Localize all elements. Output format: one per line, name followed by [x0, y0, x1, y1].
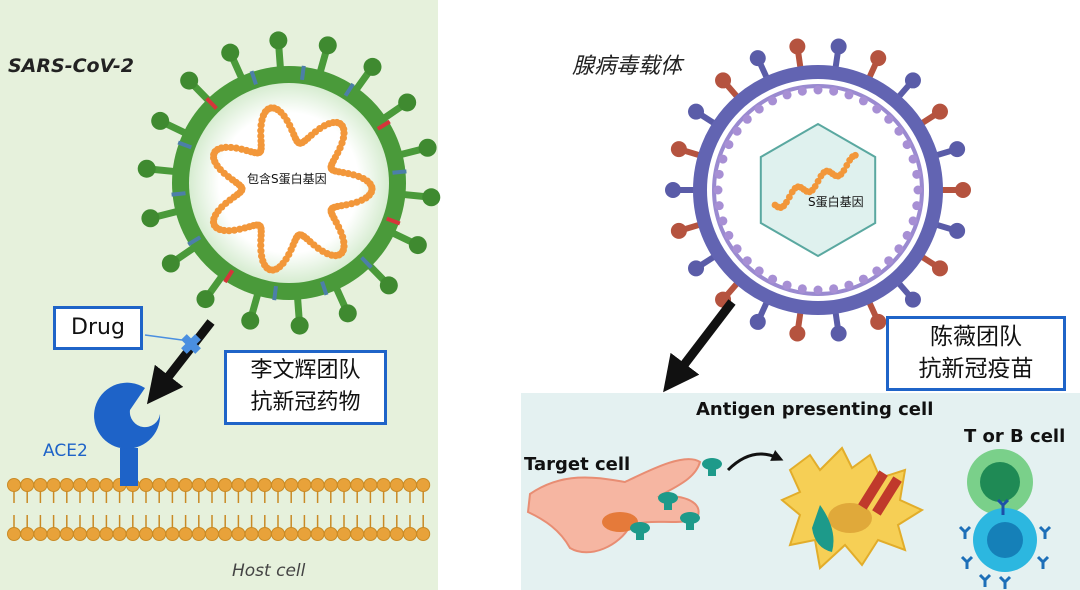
antigen-proteins	[630, 458, 722, 540]
virus-entry-arrow	[146, 319, 215, 405]
s-gene-label: S蛋白基因	[808, 195, 864, 209]
li-team-line2: 抗新冠药物	[250, 390, 361, 415]
antigen-uptake-arrow	[726, 450, 784, 472]
genome-label: 包含S蛋白基因	[247, 172, 327, 186]
t-or-b-cell-label: T or B cell	[964, 426, 1066, 447]
chen-team-line2: 抗新冠疫苗	[918, 356, 1034, 382]
drug-block-cross-icon	[181, 334, 201, 354]
drug-label-box: Drug	[53, 306, 143, 350]
vector-core-hexagon	[759, 122, 877, 258]
li-team-box: 李文辉团队 抗新冠药物	[224, 350, 387, 425]
vector-s-gene-strand	[771, 151, 859, 211]
viral-rna-genome	[209, 104, 376, 274]
drug-label: Drug	[71, 315, 125, 340]
host-cell-membrane	[7, 478, 431, 541]
ace2-receptor-icon	[94, 382, 161, 486]
vector-capsid-beads	[713, 85, 923, 295]
antigen-presenting-cell-icon	[780, 446, 925, 570]
apc-label: Antigen presenting cell	[696, 399, 934, 420]
drug-pointer-line	[144, 334, 183, 341]
target-cell-label: Target cell	[524, 454, 631, 475]
host-cell-label: Host cell	[232, 561, 306, 581]
envelope-proteins	[171, 65, 407, 301]
ace2-label: ACE2	[43, 441, 88, 461]
virus-label: SARS-CoV-2	[8, 55, 135, 77]
chen-team-box: 陈薇团队 抗新冠疫苗	[886, 316, 1066, 391]
b-cell-receptors	[958, 525, 1052, 589]
li-team-line1: 李文辉团队	[250, 358, 361, 383]
vaccine-delivery-arrow	[663, 299, 736, 393]
vector-capsid-outer	[693, 65, 943, 315]
vector-label: 腺病毒载体	[572, 54, 683, 79]
chen-team-line1: 陈薇团队	[930, 324, 1022, 350]
target-cell-icon	[526, 458, 702, 554]
t-or-b-cell-icon	[967, 449, 1037, 572]
